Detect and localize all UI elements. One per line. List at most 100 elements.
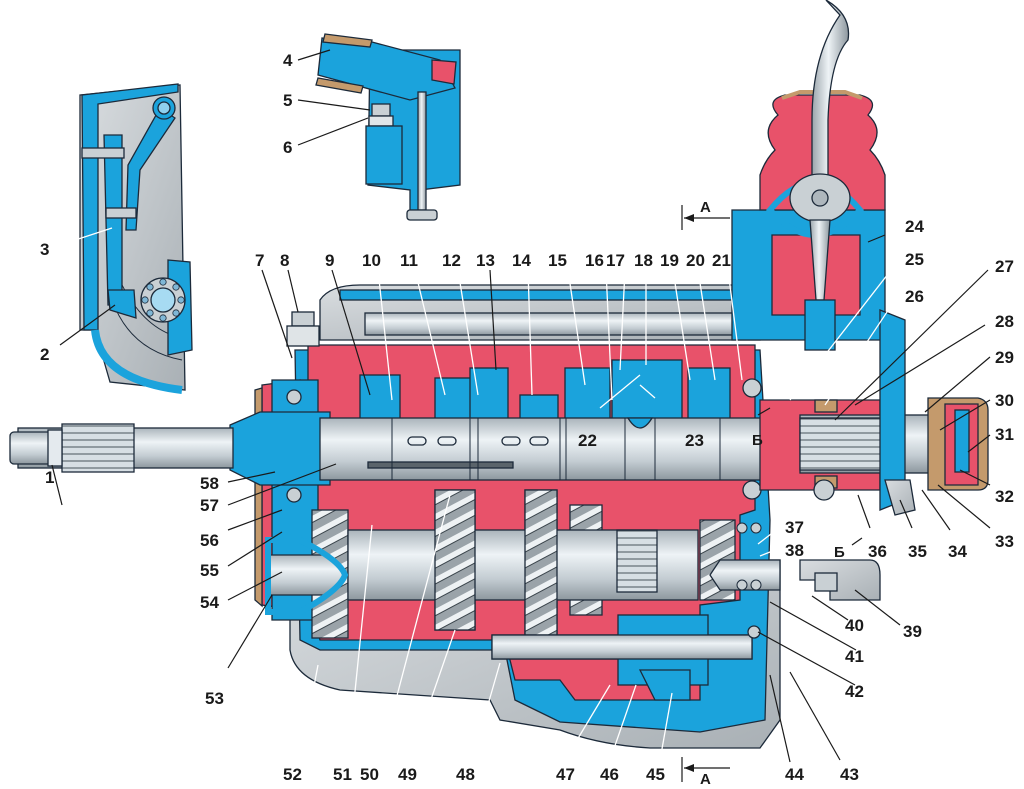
- fork-foot: [107, 289, 137, 319]
- fork-pivot-inner: [157, 101, 171, 115]
- callout-18: 18: [634, 251, 653, 270]
- callout-5: 5: [283, 91, 292, 110]
- callout-46: 46: [600, 765, 619, 784]
- callout-28: 28: [995, 312, 1014, 331]
- callout-1: 1: [45, 468, 54, 487]
- countershaft-rear-bearing-balls: [736, 522, 762, 591]
- callout-53: 53: [205, 689, 224, 708]
- selector-red-insert: [431, 59, 457, 85]
- callout-14: 14: [512, 251, 531, 270]
- callout-25: 25: [905, 250, 924, 269]
- countershaft-rear-axle: [709, 559, 781, 591]
- callout-6: 6: [283, 138, 292, 157]
- gearbox-main: [9, 0, 989, 749]
- section-label-b-arrow: Б: [752, 432, 763, 449]
- callout-29: 29: [995, 348, 1014, 367]
- callout-30: 30: [995, 391, 1014, 410]
- shaft-ring-lines: [391, 418, 721, 480]
- selector-detail: [315, 33, 461, 221]
- release-bearing-inner: [150, 287, 176, 313]
- fork-arc-guide: [91, 329, 183, 394]
- callout-23: 23: [685, 431, 704, 450]
- selector-sleeve-top: [322, 33, 373, 48]
- release-bearing-balls: [141, 278, 185, 322]
- selector-bolt-washer: [368, 115, 394, 127]
- callout-31: 31: [995, 425, 1014, 444]
- callout-44: 44: [785, 765, 804, 784]
- callout-22: 22: [578, 431, 597, 450]
- callout-4: 4: [283, 51, 293, 70]
- synchro-bearing-cup: [626, 417, 654, 429]
- callout-17: 17: [606, 251, 625, 270]
- callout-43: 43: [840, 765, 859, 784]
- front-bearing-ball-bottom: [286, 487, 302, 503]
- callout-21: 21: [712, 251, 731, 270]
- shift-lever: [811, 0, 850, 191]
- callout-10: 10: [362, 251, 381, 270]
- fork-housing-blue-wall: [81, 83, 179, 331]
- callout-20: 20: [686, 251, 705, 270]
- selector-sleeve-bottom: [315, 77, 364, 94]
- rear-small-bearing: [747, 625, 761, 639]
- speedo-gear: [814, 399, 838, 413]
- section-marker-a-top: А: [681, 199, 730, 230]
- callout-27: 27: [995, 257, 1014, 276]
- callout-50: 50: [360, 765, 379, 784]
- rear-mount-bracket: [799, 559, 881, 601]
- rear-support-foot: [884, 479, 916, 516]
- reverse-idler-hub: [638, 669, 691, 701]
- callout-57: 57: [200, 496, 219, 515]
- shaft-oil-holes: [407, 436, 549, 446]
- rear-mount-bolt: [814, 572, 838, 592]
- section-marker-a-bottom: А: [681, 757, 730, 788]
- callout-7: 7: [255, 251, 264, 270]
- callout-3: 3: [40, 240, 49, 259]
- callout-35: 35: [908, 542, 927, 561]
- callout-24: 24: [905, 217, 924, 236]
- callout-37: 37: [785, 518, 804, 537]
- callout-52: 52: [283, 765, 302, 784]
- callout-58: 58: [200, 474, 219, 493]
- callout-33: 33: [995, 532, 1014, 551]
- fork-pin-lower: [105, 207, 137, 219]
- callout-8: 8: [280, 251, 289, 270]
- leader-lines: [51, 49, 991, 763]
- section-marker-b-arrow: Б: [752, 407, 771, 449]
- selector-boss: [365, 125, 403, 185]
- callout-49: 49: [398, 765, 417, 784]
- callout-12: 12: [442, 251, 461, 270]
- selector-bolt-head: [371, 103, 391, 117]
- shift-lever-foot: [804, 299, 836, 351]
- countershaft-front-housing: [265, 537, 349, 615]
- callout-2: 2: [40, 345, 49, 364]
- section-label-a-bottom: А: [700, 771, 711, 788]
- fork-pin-upper: [81, 147, 125, 159]
- callout-15: 15: [548, 251, 567, 270]
- countershaft-splines: [616, 529, 658, 593]
- drain-bolt-base: [286, 325, 320, 347]
- callout-16: 16: [585, 251, 604, 270]
- output-shaft-splines: [799, 417, 889, 471]
- callout-19: 19: [660, 251, 679, 270]
- callout-11: 11: [400, 251, 418, 270]
- reverse-idler-shaft-over: [491, 634, 753, 660]
- callout-55: 55: [200, 561, 219, 580]
- clutch-fork-detail: [79, 83, 193, 394]
- callout-41: 41: [845, 647, 864, 666]
- section-label-b-right: Б: [834, 544, 845, 561]
- callout-26: 26: [905, 287, 924, 306]
- callout-39: 39: [903, 622, 922, 641]
- main-shaft-key: [367, 461, 514, 469]
- speedo-drive: [813, 479, 835, 501]
- upper-rail-band: [339, 289, 761, 301]
- selector-rod: [417, 91, 427, 211]
- callout-13: 13: [476, 251, 495, 270]
- callout-56: 56: [200, 531, 219, 550]
- upper-gear-blocks: [359, 359, 731, 427]
- callout-labels: 1 2 3 4 5 6 7 8 9 10 11 12 13 14 15 16 1…: [40, 51, 1014, 784]
- output-nut: [954, 409, 970, 473]
- countershaft-gear-2-over: [434, 489, 476, 631]
- callout-47: 47: [556, 765, 575, 784]
- rear-bearing-ball-top: [742, 378, 762, 398]
- callout-48: 48: [456, 765, 475, 784]
